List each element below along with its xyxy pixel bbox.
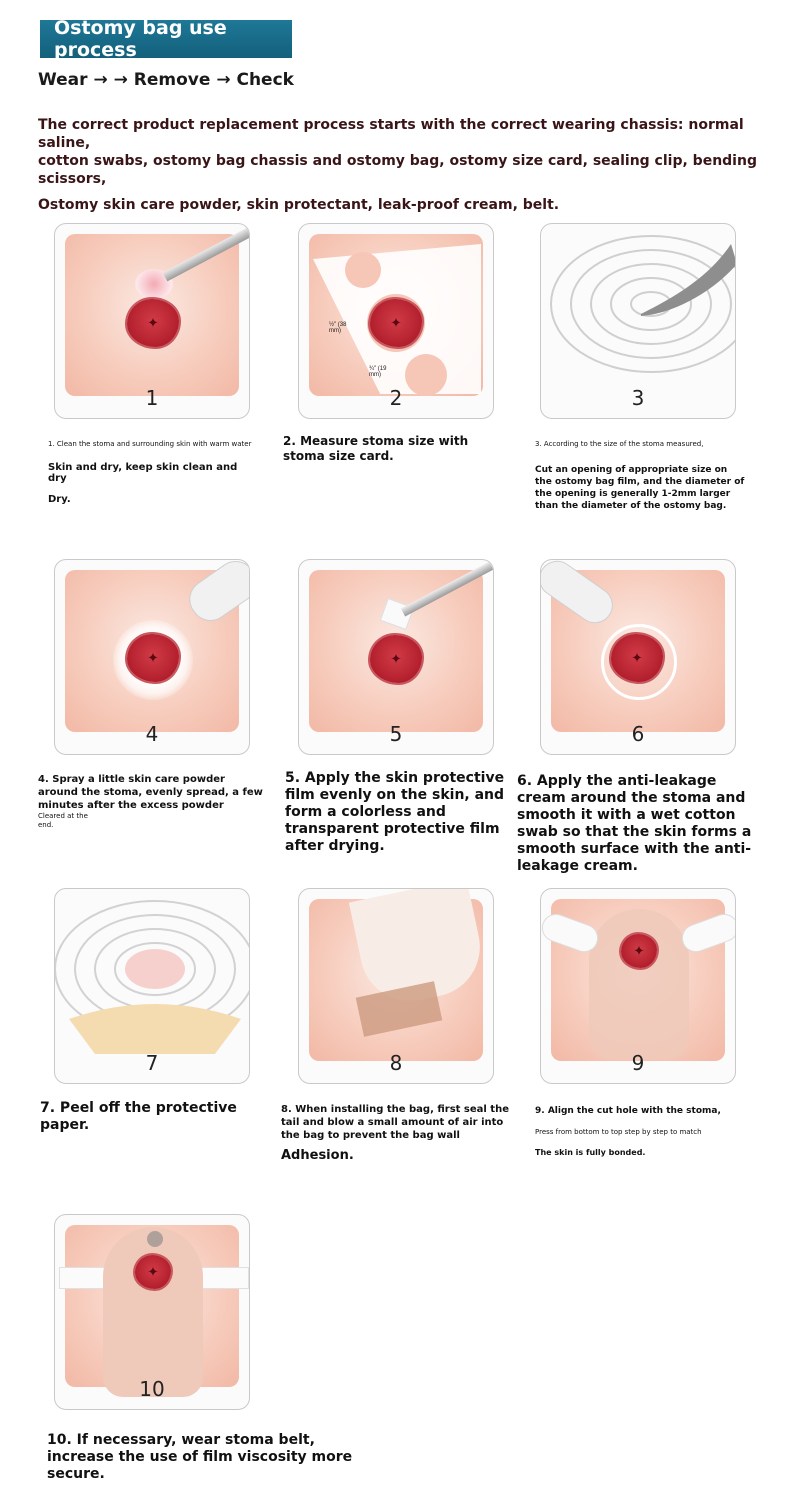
page-title-banner: Ostomy bag use process [40, 17, 292, 61]
step-10-caption: 10. If necessary, wear stoma belt, incre… [47, 1432, 353, 1482]
step-number: 7 [145, 1051, 159, 1075]
bag-film-rings [550, 235, 735, 373]
step-2-caption: 2. Measure stoma size with stoma size ca… [283, 434, 469, 463]
step-2-illustration: ½" (38 mm) ¾" (19 mm) 2 [298, 223, 494, 419]
step-8-caption: 8. When installing the bag, first seal t… [281, 1103, 521, 1163]
size-hole-large [345, 252, 381, 288]
cream-ring [601, 624, 677, 700]
step-6-illustration: 6 [540, 559, 736, 755]
step-number: 3 [631, 386, 645, 410]
ostomy-bag [103, 1227, 203, 1397]
step-8-caption-b: Adhesion. [281, 1148, 354, 1163]
step-4-illustration: 4 [54, 559, 250, 755]
step-8-illustration: 8 [298, 888, 494, 1084]
step-1-illustration: 1 [54, 223, 250, 419]
bag-chassis-rings [55, 900, 249, 1054]
step-number: 10 [139, 1377, 165, 1401]
stoma [370, 635, 422, 683]
step-8-caption-a: 8. When installing the bag, first seal t… [281, 1104, 509, 1141]
step-number: 4 [145, 722, 159, 746]
step-4-caption-a: 4. Spray a little skin care powder aroun… [38, 774, 263, 811]
step-1-caption-a: 1. Clean the stoma and surrounding skin … [48, 440, 252, 448]
card-label-b: ¾" (19 mm) [369, 366, 387, 378]
stoma [135, 1255, 171, 1289]
step-6-caption: 6. Apply the anti-leakage cream around t… [517, 773, 752, 874]
bag-vent-icon [147, 1231, 163, 1247]
intro-line-2: cotton swabs, ostomy bag chassis and ost… [38, 153, 757, 187]
step-1-caption: 1. Clean the stoma and surrounding skin … [48, 440, 258, 505]
step-9-caption-a: 9. Align the cut hole with the stoma, [535, 1106, 721, 1116]
step-1-caption-b: Skin and dry, keep skin clean and dry [48, 462, 238, 484]
step-1-caption-c: Dry. [48, 494, 71, 505]
stoma [127, 299, 179, 347]
intro-line-1: The correct product replacement process … [38, 117, 744, 151]
step-4-caption: 4. Spray a little skin care powder aroun… [38, 773, 263, 830]
process-flow: Wear → → Remove → Check [38, 70, 294, 90]
intro-line-3: Ostomy skin care powder, skin protectant… [38, 197, 560, 213]
step-4-caption-b: Cleared at the end. [38, 812, 88, 829]
step-number: 1 [145, 386, 159, 410]
step-9-illustration: 9 [540, 888, 736, 1084]
step-5-illustration: 5 [298, 559, 494, 755]
step-3-caption-b: Cut an opening of appropriate size on th… [535, 465, 745, 511]
step-number: 2 [389, 386, 403, 410]
stoma [127, 634, 179, 682]
step-number: 9 [631, 1051, 645, 1075]
stoma [621, 934, 657, 968]
stoma [611, 634, 663, 682]
step-number: 5 [389, 722, 403, 746]
step-10-illustration: 10 [54, 1214, 250, 1410]
card-label-a: ½" (38 mm) [329, 322, 347, 334]
step-number: 6 [631, 722, 645, 746]
step-9-caption-b: Press from bottom to top step by step to… [535, 1128, 702, 1136]
stoma [370, 299, 422, 347]
step-9-caption: 9. Align the cut hole with the stoma, Pr… [535, 1106, 765, 1157]
page-title: Ostomy bag use process [54, 17, 227, 61]
ostomy-bag [589, 909, 689, 1059]
step-number: 8 [389, 1051, 403, 1075]
step-5-caption: 5. Apply the skin protective film evenly… [285, 770, 505, 854]
step-3-caption-a: 3. According to the size of the stoma me… [535, 440, 704, 448]
step-3-illustration: 3 [540, 223, 736, 419]
step-7-caption: 7. Peel off the protective paper. [40, 1100, 237, 1133]
step-7-illustration: 7 [54, 888, 250, 1084]
step-9-caption-c: The skin is fully bonded. [535, 1148, 646, 1157]
size-hole-small [405, 354, 447, 396]
intro-text: The correct product replacement process … [38, 116, 758, 214]
step-3-caption: 3. According to the size of the stoma me… [535, 440, 745, 512]
